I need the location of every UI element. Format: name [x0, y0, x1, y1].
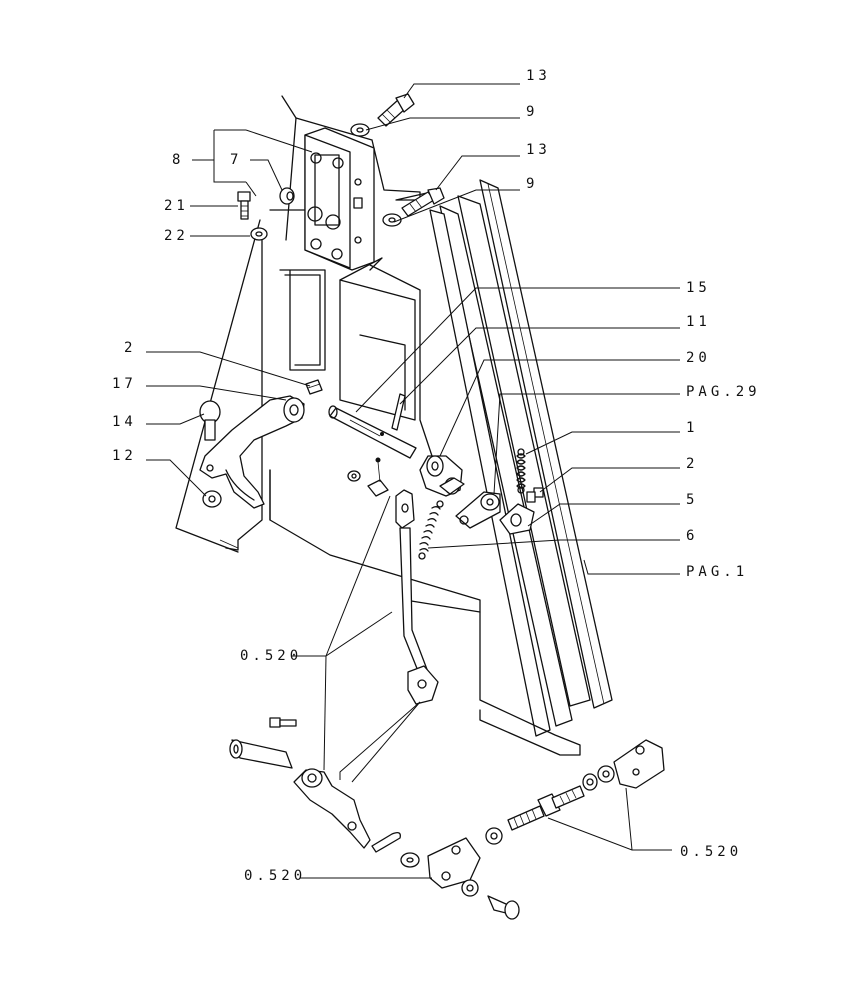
bent-lever — [293, 768, 371, 849]
slotted-bracket-plate — [304, 127, 375, 271]
nut-22 — [250, 227, 268, 241]
spring-1 — [516, 448, 526, 494]
washer-lower — [400, 852, 420, 868]
label-pag-29: PAG.29 — [686, 384, 761, 400]
label-13-upper: 13 — [526, 68, 551, 84]
cam-bracket — [455, 491, 501, 529]
washer-clevis — [461, 879, 479, 897]
cotter-pin — [371, 832, 401, 853]
bolt-lower — [269, 717, 297, 728]
clevis-pin — [487, 895, 520, 920]
vertical-rod — [395, 489, 439, 705]
label-7: 7 — [230, 152, 242, 168]
bolt-upper — [350, 93, 415, 137]
label-2-right: 2 — [686, 456, 698, 472]
nut-lower — [485, 827, 503, 845]
part-labels: 13 9 13 9 8 7 21 22 15 11 20 PAG.29 2 17… — [112, 68, 761, 884]
clevis-upper-right — [613, 739, 665, 789]
lever-17 — [199, 395, 305, 509]
label-1: 1 — [686, 420, 698, 436]
bolt-21 — [237, 191, 251, 220]
label-8: 8 — [172, 152, 184, 168]
spring-6 — [418, 500, 444, 560]
label-20: 20 — [686, 350, 711, 366]
label-2-left: 2 — [124, 340, 136, 356]
small-hardware — [347, 457, 389, 497]
cam-5 — [499, 503, 535, 535]
label-21: 21 — [164, 198, 189, 214]
label-0520-bottom: 0.520 — [244, 868, 306, 884]
label-5: 5 — [686, 492, 698, 508]
label-11: 11 — [686, 314, 711, 330]
label-22: 22 — [164, 228, 189, 244]
pin-11 — [391, 393, 406, 431]
lever-20 — [419, 455, 465, 497]
screw-2-right — [526, 487, 544, 503]
leader-lines — [146, 83, 680, 879]
label-pag-1: PAG.1 — [686, 564, 748, 580]
label-0520-left: 0.520 — [240, 648, 302, 664]
bolt-14 — [199, 400, 221, 441]
pin-lower — [229, 739, 293, 769]
label-9-upper: 9 — [526, 104, 538, 120]
bolt-middle — [382, 187, 445, 227]
label-6: 6 — [686, 528, 698, 544]
threaded-rod — [507, 785, 585, 831]
label-9-middle: 9 — [526, 176, 538, 192]
nut-upper-right — [582, 765, 615, 791]
label-14: 14 — [112, 414, 137, 430]
label-0520-right: 0.520 — [680, 844, 742, 860]
spacer-7 — [279, 187, 295, 205]
label-17: 17 — [112, 376, 137, 392]
label-12: 12 — [112, 448, 137, 464]
screw-2-left — [305, 379, 323, 395]
nut-12 — [202, 490, 222, 508]
label-15: 15 — [686, 280, 711, 296]
shaft-15 — [328, 405, 417, 459]
label-13-middle: 13 — [526, 142, 551, 158]
